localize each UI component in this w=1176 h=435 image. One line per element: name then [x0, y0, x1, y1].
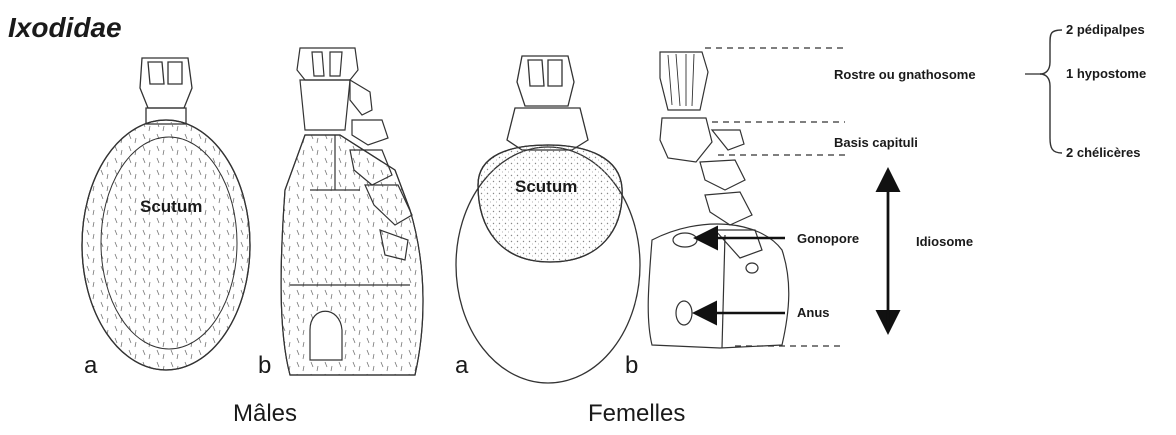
females-caption: Femelles	[588, 400, 685, 428]
idiosome-label: Idiosome	[916, 234, 973, 249]
male-ventral-drawing	[281, 48, 423, 375]
males-caption: Mâles	[233, 400, 297, 428]
anus-label: Anus	[797, 305, 830, 320]
basis-capituli-label: Basis capituli	[834, 135, 918, 150]
panel-letter-male-b: b	[258, 352, 271, 380]
mouthpart-item: 2 pédipalpes	[1066, 22, 1145, 37]
guide-lines	[705, 48, 845, 346]
gonopore-label: Gonopore	[797, 231, 859, 246]
male-scutum-label: Scutum	[140, 197, 202, 217]
female-dorsal-drawing	[456, 56, 640, 383]
female-scutum-label: Scutum	[515, 177, 577, 197]
mouthparts-brace	[1040, 30, 1062, 153]
panel-letter-female-a: a	[455, 352, 468, 380]
mouthpart-item: 2 chélicères	[1066, 145, 1140, 160]
panel-letter-female-b: b	[625, 352, 638, 380]
diagram-title: Ixodidae	[8, 12, 122, 44]
mouthpart-item: 1 hypostome	[1066, 66, 1146, 81]
panel-letter-male-a: a	[84, 352, 97, 380]
rostre-label: Rostre ou gnathosome	[834, 67, 976, 82]
female-ventral-drawing	[648, 52, 789, 348]
